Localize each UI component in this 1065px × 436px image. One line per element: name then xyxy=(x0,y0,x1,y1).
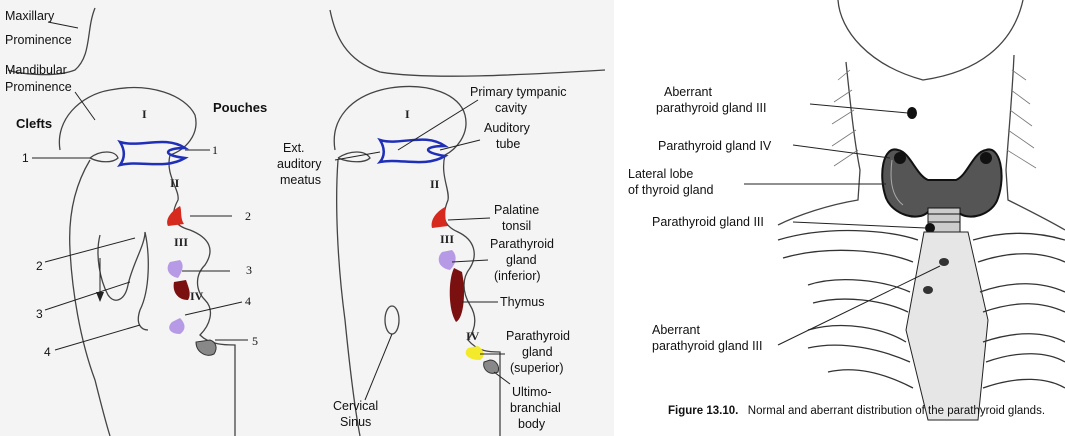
lateral-lobe-label-1: Lateral lobe xyxy=(628,167,693,181)
cleft-2-leader xyxy=(45,238,135,262)
primary-tympanic-1: Primary tympanic xyxy=(470,85,567,99)
auditory-tube-1: Auditory xyxy=(484,121,531,135)
mandibular-label-2: Prominence xyxy=(5,80,72,94)
pouch-3-num: 3 xyxy=(246,263,252,277)
neck-right xyxy=(1006,55,1065,230)
ext-meatus-3: meatus xyxy=(280,173,321,187)
ultimobranchial-leader xyxy=(494,372,510,384)
pouch-5-num: 5 xyxy=(252,334,258,348)
cleft-4-num: 4 xyxy=(44,345,51,359)
parathyroid-superior-3: (superior) xyxy=(510,361,564,375)
embryo-arch-outline-left xyxy=(59,88,235,436)
maxillary-label-1: Maxillary xyxy=(5,9,55,23)
parathyroid-inferior-2: gland xyxy=(506,253,537,267)
pharyngeal-arches-diagram: Maxillary Prominence Mandibular Prominen… xyxy=(0,0,614,436)
cleft-3-num: 3 xyxy=(36,307,43,321)
lateral-lobe-label-2: of thyroid gland xyxy=(628,183,714,197)
mandibular-label-1: Mandibular xyxy=(5,63,67,77)
roman-i-right: I xyxy=(405,107,410,121)
aberrant-top-label-1: Aberrant xyxy=(664,85,712,99)
cervical-sinus-1: Cervical xyxy=(333,399,378,413)
ultimobranchial-1: Ultimo- xyxy=(512,385,552,399)
figure-caption: Figure 13.10. Normal and aberrant distri… xyxy=(668,401,1045,418)
gland-iii-label: Parathyroid gland III xyxy=(652,215,764,229)
aberrant-top-label-2: parathyroid gland III xyxy=(656,101,767,115)
arrow-head-left xyxy=(96,292,104,302)
parathyroid-inferior-1: Parathyroid xyxy=(490,237,554,251)
roman-ii-left: II xyxy=(170,176,180,190)
cleft-2-num: 2 xyxy=(36,259,43,273)
roman-i-left: I xyxy=(142,107,147,121)
aberrant-gland-sternum-1 xyxy=(939,258,949,266)
cervical-sinus-2: Sinus xyxy=(340,415,371,429)
parathyroid-superior-right xyxy=(466,346,484,360)
gland-iii-leader xyxy=(793,222,926,228)
palatine-tonsil-1: Palatine xyxy=(494,203,539,217)
parathyroid-inferior-left xyxy=(168,260,183,278)
cleft-4-leader xyxy=(55,325,140,350)
tonsil-leader xyxy=(448,218,490,220)
gland-iv-label: Parathyroid gland IV xyxy=(658,139,772,153)
pouch-2-num: 2 xyxy=(245,209,251,223)
roman-iv-right: IV xyxy=(466,329,480,343)
gland-iv-leader xyxy=(793,145,890,158)
ultimobranchial-2: branchial xyxy=(510,401,561,415)
primary-tympanic-2: cavity xyxy=(495,101,528,115)
parathyroid-inferior-3: (inferior) xyxy=(494,269,541,283)
thymus-left xyxy=(174,280,190,300)
aberrant-top-leader xyxy=(810,104,908,113)
ultimobranchial-right xyxy=(484,360,499,373)
pouch-1-num: 1 xyxy=(212,143,218,157)
palatine-tonsil-2: tonsil xyxy=(502,219,531,233)
parathyroid-superior-1: Parathyroid xyxy=(506,329,570,343)
roman-ii-right: II xyxy=(430,177,440,191)
pharyngeal-arches-svg: Maxillary Prominence Mandibular Prominen… xyxy=(0,0,614,436)
cleft-3-leader xyxy=(45,282,130,310)
parathyroid-svg: Aberrant parathyroid gland III Parathyro… xyxy=(628,0,1065,436)
aberrant-bottom-label-2: parathyroid gland III xyxy=(652,339,763,353)
auditory-tube-2: tube xyxy=(496,137,520,151)
auditory-pouch-right xyxy=(380,140,445,163)
pouch-4-leader xyxy=(185,302,242,315)
parathyroid-iv-left xyxy=(169,318,184,334)
pouches-heading: Pouches xyxy=(213,100,267,115)
tonsil-right xyxy=(432,207,448,228)
embryo-cervical-outline-left xyxy=(70,160,110,436)
gland-iv-left xyxy=(894,152,906,164)
ext-meatus-1: Ext. xyxy=(283,141,305,155)
cervical-sinus-left xyxy=(98,232,148,330)
cleft-1-num: 1 xyxy=(22,151,29,165)
cleft-1-left xyxy=(90,152,118,162)
thymus-right xyxy=(450,268,464,322)
parathyroid-distribution-figure: Aberrant parathyroid gland III Parathyro… xyxy=(628,0,1065,436)
neck-left xyxy=(778,62,860,225)
jaw-outline xyxy=(838,0,1023,80)
aberrant-gland-sternum-2 xyxy=(923,286,933,294)
roman-iii-right: III xyxy=(440,232,454,246)
cervical-sinus-leader xyxy=(365,334,392,400)
tonsil-left xyxy=(167,206,184,226)
parathyroid-inferior-right xyxy=(439,250,456,270)
cervical-sinus-right xyxy=(385,306,399,334)
roman-iii-left: III xyxy=(174,235,188,249)
roman-iv-left: IV xyxy=(190,289,204,303)
thymus-label: Thymus xyxy=(500,295,544,309)
gland-iv-right xyxy=(980,152,992,164)
pouch-4-num: 4 xyxy=(245,294,251,308)
ext-meatus-2: auditory xyxy=(277,157,322,171)
caption-number: Figure 13.10. xyxy=(668,405,738,417)
aberrant-gland-top xyxy=(907,107,917,119)
maxillary-label-2: Prominence xyxy=(5,33,72,47)
embryo-cervical-outline-right xyxy=(337,160,360,436)
embryo-head-outline-right xyxy=(330,10,605,76)
parathyroid-inferior-leader xyxy=(452,260,488,262)
caption-text: Normal and aberrant distribution of the … xyxy=(748,405,1045,417)
parathyroid-superior-2: gland xyxy=(522,345,553,359)
aberrant-bottom-label-1: Aberrant xyxy=(652,323,700,337)
ultimobranchial-3: body xyxy=(518,417,546,431)
clefts-heading: Clefts xyxy=(16,116,52,131)
neck-shading xyxy=(832,70,1036,168)
ultimobranchial-left xyxy=(196,340,216,355)
